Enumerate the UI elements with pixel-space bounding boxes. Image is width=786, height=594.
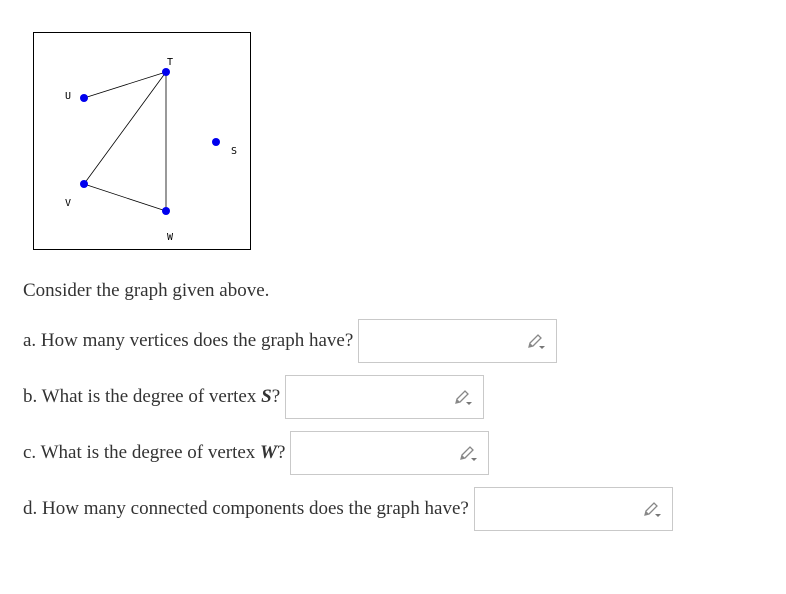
question-a: a. How many vertices does the graph have…	[23, 319, 558, 363]
answer-d-input[interactable]	[473, 487, 673, 531]
vertex-label-t: T	[167, 57, 173, 68]
answer-b-input[interactable]	[285, 375, 485, 419]
question-c-prefix: c. What is the degree of vertex	[23, 442, 261, 463]
vertex-s	[212, 138, 220, 146]
pencil-dropdown-icon[interactable]	[458, 445, 478, 463]
question-c: c. What is the degree of vertex W?	[23, 431, 490, 475]
question-b-suffix: ?	[271, 386, 281, 407]
question-c-suffix: ?	[276, 442, 286, 463]
vertex-t	[162, 68, 170, 76]
question-b-prefix: b. What is the degree of vertex	[23, 386, 262, 407]
vertex-v	[80, 180, 88, 188]
pencil-dropdown-icon[interactable]	[642, 501, 662, 519]
question-d: d. How many connected components does th…	[23, 487, 673, 531]
pencil-dropdown-icon[interactable]	[453, 389, 473, 407]
question-b: b. What is the degree of vertex S?	[23, 375, 485, 419]
graph-canvas: T U S V W	[65, 57, 237, 243]
question-d-label: d. How many connected components does th…	[23, 498, 469, 520]
answer-c-input[interactable]	[290, 431, 490, 475]
vertex-label-v: V	[65, 198, 71, 209]
question-a-prefix: a. How many vertices does the graph have…	[23, 330, 354, 351]
edge-u-t	[83, 71, 167, 99]
intro-text: Consider the graph given above.	[23, 280, 270, 301]
vertex-label-s: S	[231, 146, 237, 157]
question-b-label: b. What is the degree of vertex S?	[23, 386, 280, 408]
edge-t-v	[83, 71, 167, 185]
question-a-label: a. How many vertices does the graph have…	[23, 330, 353, 352]
vertex-u	[80, 94, 88, 102]
question-d-prefix: d. How many connected components does th…	[23, 498, 469, 519]
question-c-vertex: W	[260, 442, 277, 463]
question-c-label: c. What is the degree of vertex W?	[23, 442, 285, 464]
graph-figure: T U S V W	[33, 32, 251, 250]
edge-v-w	[83, 183, 167, 212]
answer-a-input[interactable]	[358, 319, 558, 363]
vertex-label-u: U	[65, 91, 71, 102]
vertex-w	[162, 207, 170, 215]
vertex-label-w: W	[167, 232, 174, 243]
pencil-dropdown-icon[interactable]	[526, 333, 546, 351]
question-b-vertex: S	[261, 386, 272, 407]
